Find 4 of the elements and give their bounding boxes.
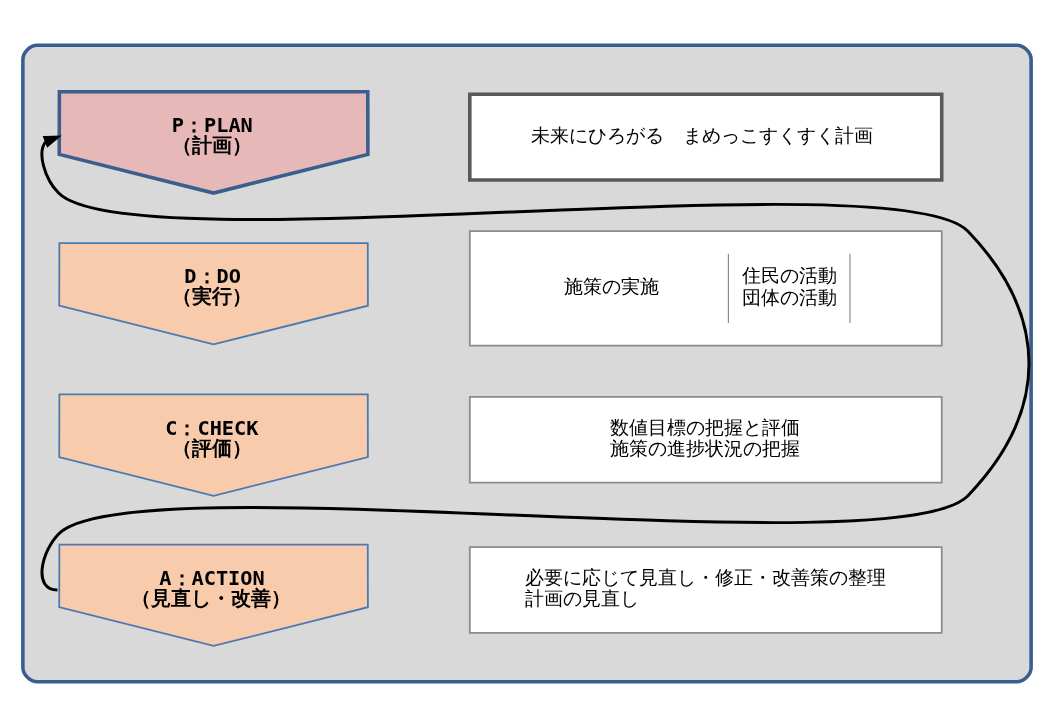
node-box: 施策の実施 住民の活動 団体の活動 bbox=[468, 230, 943, 347]
node-box: 必要に応じて見直し・修正・改善策の整理 計画の見直し bbox=[468, 546, 943, 634]
node-box: 数値目標の把握と評価 施策の進捗状況の把握 bbox=[468, 395, 943, 484]
node-box: 未来にひろがる まめっこすくすく計画 bbox=[468, 92, 944, 182]
